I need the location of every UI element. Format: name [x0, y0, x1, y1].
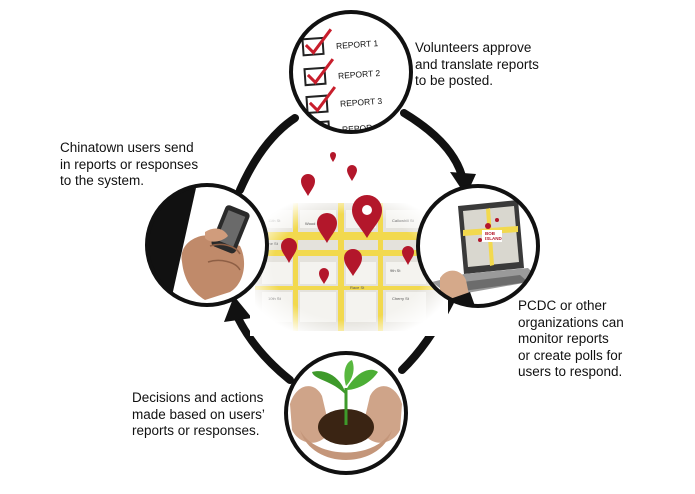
- caption-decisions: Decisions and actions made based on user…: [132, 390, 265, 440]
- caption-line: PCDC or other: [518, 298, 607, 313]
- arrow-left-to-top: [236, 114, 299, 194]
- caption-line: or create polls for: [518, 347, 623, 363]
- caption-line: Chinatown users send: [60, 140, 194, 155]
- laptop-screen-label: BOB: [485, 231, 496, 236]
- map-pin-icon: [317, 213, 337, 243]
- soil-icon: [318, 409, 374, 445]
- seedling-hands-circle: [284, 351, 408, 475]
- caption-line: organizations can: [518, 314, 624, 330]
- map-pin-icon: [344, 249, 362, 276]
- caption-line: in reports or responses: [60, 156, 199, 172]
- arrow-head-left: [224, 296, 252, 322]
- caption-volunteers: Volunteers approve and translate reports…: [415, 40, 539, 90]
- phone-user-circle: [145, 183, 269, 307]
- caption-pcdc: PCDC or other organizations can monitor …: [518, 298, 624, 381]
- report-row-2: REPORT 2: [303, 58, 381, 87]
- map-pin-icon: [319, 268, 329, 284]
- report-row-3: REPORT 3: [305, 86, 383, 115]
- map-pins: [281, 152, 414, 284]
- laptop-screen-label: ISLAND: [485, 236, 503, 241]
- caption-line: reports or responses.: [132, 423, 260, 438]
- report-label: REPORT 3: [340, 96, 383, 109]
- report-label: REPORT 1: [336, 38, 379, 51]
- map-pin-icon: [330, 152, 336, 162]
- seedling-icon: [312, 360, 378, 425]
- report-label: REPOR: [342, 122, 373, 134]
- caption-line: Decisions and actions: [132, 390, 264, 405]
- caption-chinatown-users: Chinatown users send in reports or respo…: [60, 140, 198, 190]
- reports-checklist-circle: REPORT 1 REPORT 2 REPORT 3 REPOR: [289, 10, 413, 134]
- map-pin-icon: [352, 195, 382, 238]
- map-pin-icon: [347, 165, 357, 181]
- caption-line: Volunteers approve: [415, 40, 532, 55]
- report-row-1: REPORT 1: [301, 28, 379, 57]
- checkmark-icon: [306, 58, 335, 85]
- caption-line: to be posted.: [415, 73, 494, 88]
- map-pin-icon: [281, 238, 297, 263]
- checkmark-icon: [308, 86, 337, 113]
- caption-line: to the system.: [60, 173, 145, 188]
- caption-line: users to respond.: [518, 364, 623, 379]
- laptop-monitor-circle: BOB ISLAND: [416, 184, 540, 308]
- caption-line: and translate reports: [415, 56, 539, 72]
- caption-line: made based on users’: [132, 406, 265, 422]
- map-pin-icon: [301, 174, 315, 196]
- checkmark-icon: [304, 28, 333, 55]
- arrow-head-right: [450, 172, 476, 196]
- map-pin-icon: [402, 246, 414, 265]
- arrow-top-to-right: [400, 109, 466, 180]
- arrow-bottom-to-left: [234, 314, 294, 384]
- caption-line: monitor reports: [518, 331, 609, 346]
- report-label: REPORT 2: [338, 68, 381, 81]
